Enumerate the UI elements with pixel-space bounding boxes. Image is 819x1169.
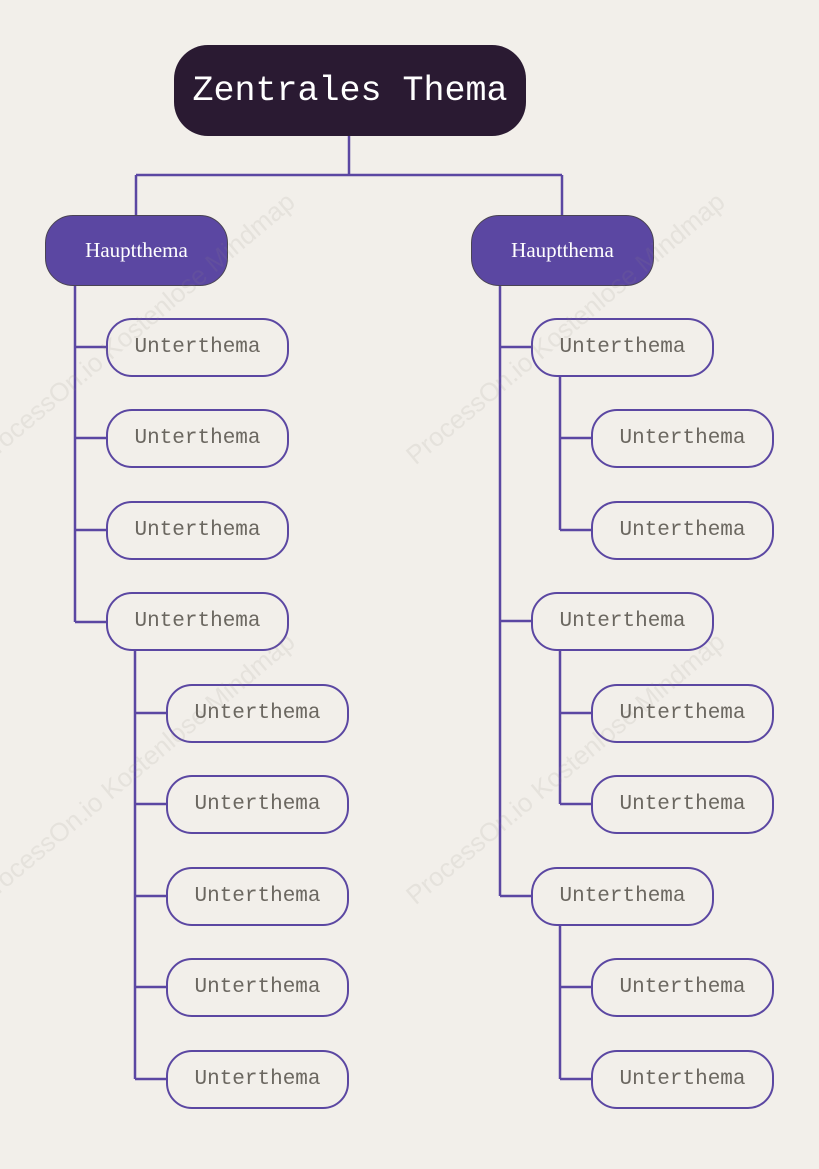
subtopic-left-1[interactable]: Unterthema bbox=[106, 318, 289, 377]
subtopic-right-3[interactable]: Unterthema bbox=[531, 867, 714, 926]
subtopic-right-2[interactable]: Unterthema bbox=[531, 592, 714, 651]
main-topic-left[interactable]: Hauptthema bbox=[45, 215, 228, 286]
subtopic-right-3-1[interactable]: Unterthema bbox=[591, 958, 774, 1017]
subtopic-left-4-3[interactable]: Unterthema bbox=[166, 867, 349, 926]
subtopic-right-1[interactable]: Unterthema bbox=[531, 318, 714, 377]
subtopic-left-4[interactable]: Unterthema bbox=[106, 592, 289, 651]
subtopic-right-1-1[interactable]: Unterthema bbox=[591, 409, 774, 468]
subtopic-right-3-2[interactable]: Unterthema bbox=[591, 1050, 774, 1109]
main-topic-right[interactable]: Hauptthema bbox=[471, 215, 654, 286]
subtopic-left-4-2[interactable]: Unterthema bbox=[166, 775, 349, 834]
subtopic-left-2[interactable]: Unterthema bbox=[106, 409, 289, 468]
subtopic-right-1-2[interactable]: Unterthema bbox=[591, 501, 774, 560]
subtopic-left-4-4[interactable]: Unterthema bbox=[166, 958, 349, 1017]
subtopic-right-2-1[interactable]: Unterthema bbox=[591, 684, 774, 743]
subtopic-right-2-2[interactable]: Unterthema bbox=[591, 775, 774, 834]
subtopic-left-3[interactable]: Unterthema bbox=[106, 501, 289, 560]
subtopic-left-4-1[interactable]: Unterthema bbox=[166, 684, 349, 743]
central-topic-node[interactable]: Zentrales Thema bbox=[174, 45, 526, 136]
subtopic-left-4-5[interactable]: Unterthema bbox=[166, 1050, 349, 1109]
